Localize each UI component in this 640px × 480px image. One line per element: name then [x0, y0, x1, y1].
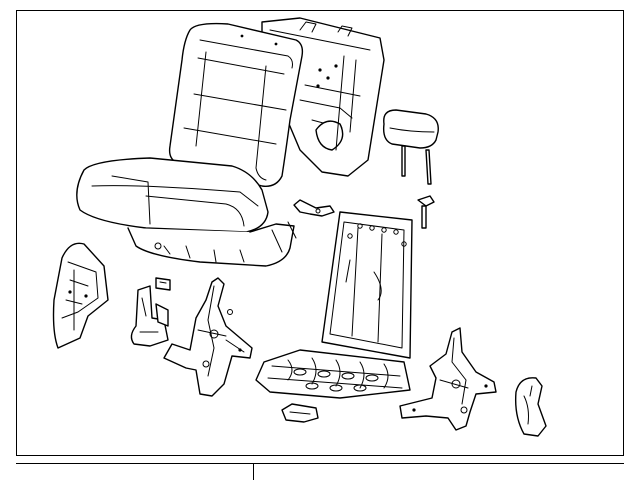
recliner-bracket-icon[interactable] — [163, 277, 253, 397]
headrest-icon[interactable] — [382, 109, 439, 185]
footer-divider-tick — [253, 463, 254, 480]
guide-pin-icon[interactable] — [417, 195, 435, 229]
clip-icon[interactable] — [155, 277, 171, 291]
release-handle-icon[interactable] — [281, 403, 319, 423]
hinge-icon[interactable] — [399, 327, 497, 431]
back-panel-icon[interactable] — [321, 211, 413, 359]
small-bracket-icon[interactable] — [130, 285, 169, 347]
hinge-cover-icon[interactable] — [514, 377, 547, 437]
cushion-frame-icon[interactable] — [255, 349, 411, 399]
latch-handle-icon[interactable] — [293, 199, 335, 217]
seatback-cushion-icon[interactable] — [168, 22, 304, 187]
seat-cushion-icon[interactable] — [76, 157, 297, 267]
side-shield-icon[interactable] — [52, 242, 109, 349]
footer-rule — [16, 463, 624, 464]
